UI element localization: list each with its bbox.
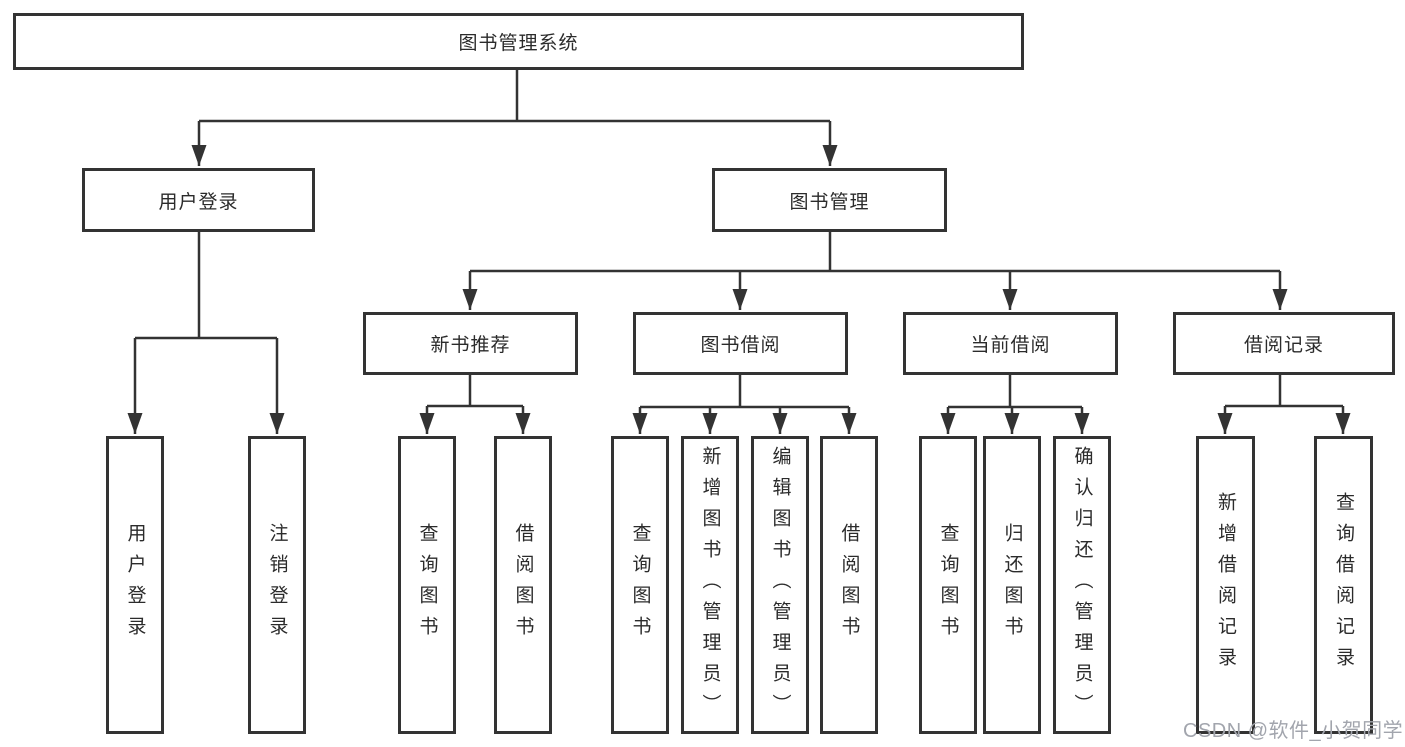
leaf-query-books-borrow: 查询图书 <box>611 436 669 734</box>
leaf-edit-books-admin: 编辑图书（管理员） <box>751 436 809 734</box>
leaf-query-books-recommend: 查询图书 <box>398 436 456 734</box>
leaf-return-books: 归还图书 <box>983 436 1041 734</box>
node-root-library-system: 图书管理系统 <box>13 13 1024 70</box>
node-user-login: 用户登录 <box>82 168 315 232</box>
csdn-watermark: CSDN @软件_小贺同学 <box>1183 720 1404 742</box>
leaf-user-login: 用户登录 <box>106 436 164 734</box>
leaf-confirm-return-admin: 确认归还（管理员） <box>1053 436 1111 734</box>
leaf-borrow-books: 借阅图书 <box>820 436 878 734</box>
node-borrow-records: 借阅记录 <box>1173 312 1395 375</box>
leaf-add-borrow-record: 新增借阅记录 <box>1196 436 1255 734</box>
leaf-query-borrow-record: 查询借阅记录 <box>1314 436 1373 734</box>
node-book-borrow: 图书借阅 <box>633 312 848 375</box>
node-new-book-recommend: 新书推荐 <box>363 312 578 375</box>
leaf-logout: 注销登录 <box>248 436 306 734</box>
leaf-add-books-admin: 新增图书（管理员） <box>681 436 739 734</box>
leaf-borrow-books-recommend: 借阅图书 <box>494 436 552 734</box>
node-current-borrow: 当前借阅 <box>903 312 1118 375</box>
node-book-management: 图书管理 <box>712 168 947 232</box>
leaf-query-books-current: 查询图书 <box>919 436 977 734</box>
